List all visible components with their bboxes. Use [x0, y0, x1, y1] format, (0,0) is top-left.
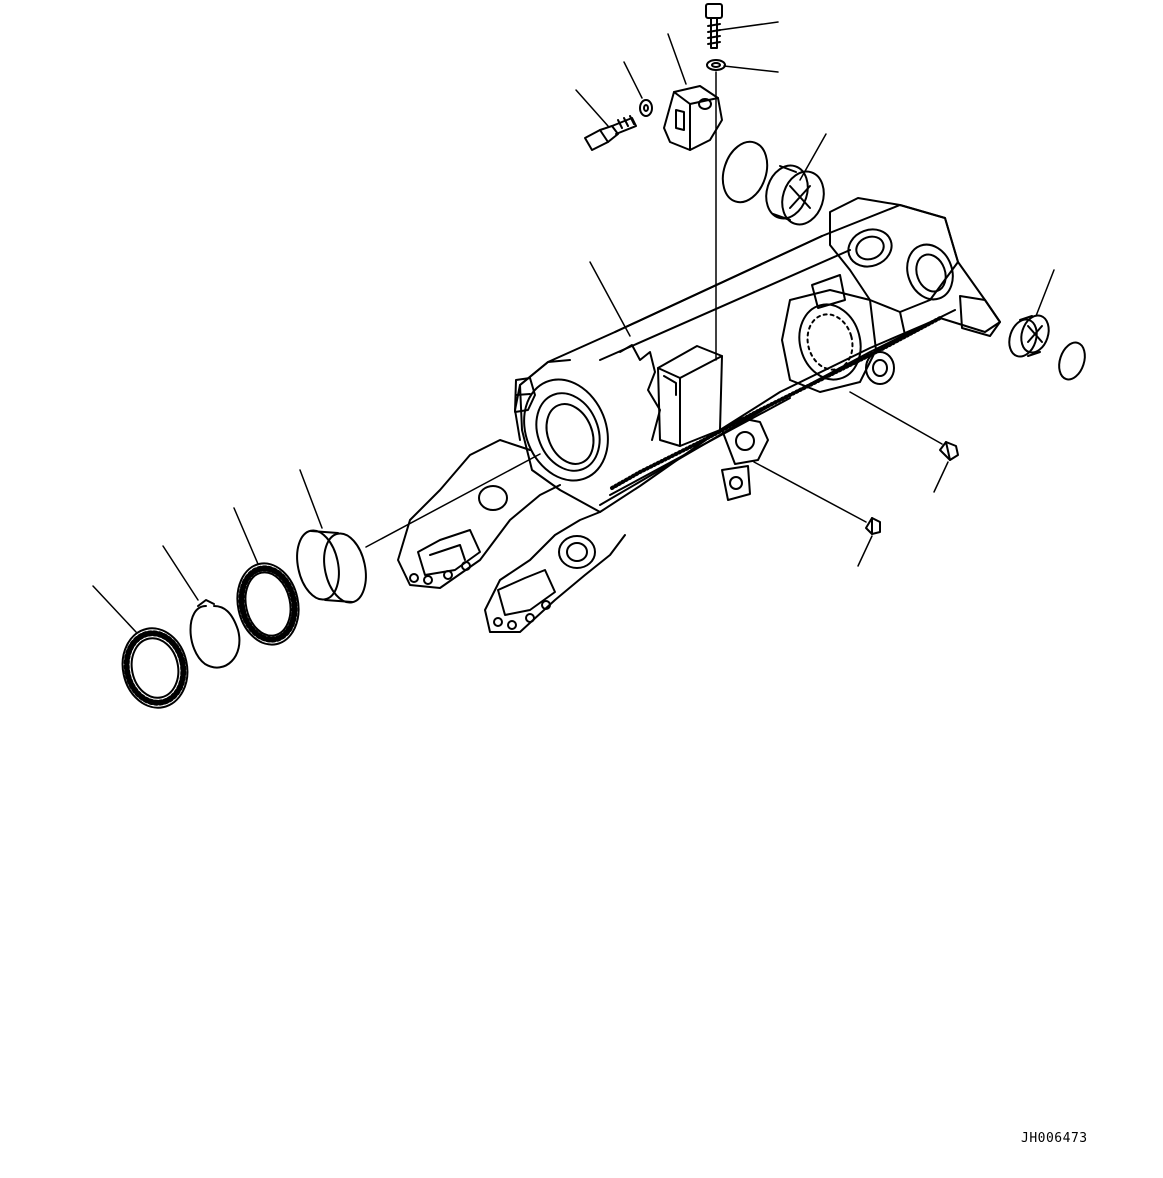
dust-seal: [115, 622, 194, 714]
frame-beam-top-edge: [615, 236, 822, 332]
bushing-left: [291, 527, 372, 607]
leader-bolt-vertical: [720, 22, 778, 30]
frame-lower-bracket: [722, 418, 768, 500]
frame-break-line: [620, 345, 660, 440]
leader-grease-right: [934, 462, 948, 492]
bolt-horizontal: [585, 116, 636, 150]
washer-top: [707, 60, 725, 70]
frame: [398, 198, 1000, 632]
bushing-upper: [760, 160, 831, 230]
leader-frame: [590, 262, 630, 336]
leader-bolt-horizontal: [576, 90, 608, 126]
snap-ring: [191, 600, 240, 668]
seal-ring: [230, 558, 306, 651]
washer-side: [640, 100, 652, 116]
leader-grease-lower: [858, 536, 872, 566]
assembly-line-grease-right: [850, 392, 942, 444]
leader-bushing-right: [1036, 270, 1054, 316]
leader-lines: [93, 22, 1054, 632]
frame-side-plate: [782, 290, 894, 392]
leader-dust-seal: [93, 586, 136, 632]
leader-washer-side: [624, 62, 642, 98]
assembly-line-grease-lower: [754, 462, 866, 522]
bushing-right: [1005, 312, 1053, 360]
grease-fitting-lower: [866, 518, 880, 534]
frame-fork-arm-upper: [398, 440, 560, 588]
leader-bushing-left: [300, 470, 322, 528]
leader-seal-ring: [234, 508, 258, 564]
leader-bushing-upper: [800, 134, 826, 180]
leader-bracket: [668, 34, 686, 84]
frame-beam-ridge: [600, 250, 850, 360]
frame-weld-seam: [612, 318, 940, 488]
frame-top-cover: [658, 346, 722, 446]
leader-washer-top: [724, 66, 778, 72]
frame-rear-housing: [812, 198, 960, 335]
frame-left-bracket: [515, 378, 535, 412]
frame-beam-lower-line: [610, 398, 790, 495]
frame-fork-arm-lower: [485, 512, 625, 632]
bolt-vertical: [706, 4, 722, 48]
grease-fitting-right: [940, 442, 958, 460]
bracket-clamp: [664, 86, 722, 150]
leader-snap-ring: [163, 546, 198, 600]
assembly-line-bushing-left: [366, 454, 540, 547]
frame-front-bore: [509, 360, 622, 493]
o-ring-right: [1055, 339, 1090, 383]
drawing-id-label: JH006473: [1021, 1131, 1088, 1146]
o-ring-upper: [715, 136, 774, 208]
frame-right-lug: [960, 296, 1000, 336]
